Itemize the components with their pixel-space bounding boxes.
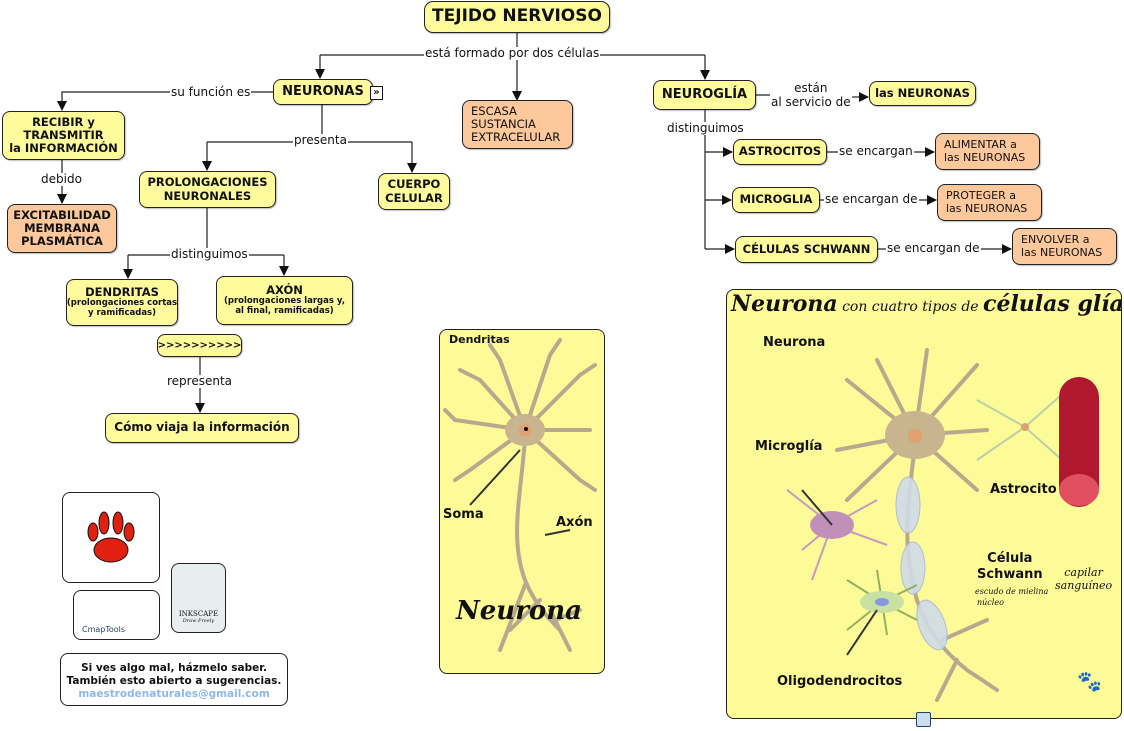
title-part: Neurona [731, 291, 838, 317]
node-text: NEUROGLÍA [661, 86, 748, 102]
node-text: ESCASA SUSTANCIA EXTRACELULAR [471, 103, 561, 145]
node-text: EXCITABILIDAD MEMBRANA PLASMÁTICA [13, 207, 111, 249]
paw-logo: 🐾 [1077, 669, 1102, 693]
label-nucleo: núcleo [977, 598, 1004, 607]
glia-illustration [786, 348, 1099, 702]
node-subtext: (prolongaciones largas y, al final, rami… [223, 296, 346, 317]
feedback-line: También esto abierto a sugerencias. [66, 675, 282, 688]
label-microglia: Microglía [755, 439, 823, 454]
node-text: PROLONGACIONES NEURONALES [147, 175, 268, 203]
link-encargan-2: se encargan de [824, 192, 919, 207]
node-text: CÉLULAS SCHWANN [742, 241, 871, 256]
link-encargan-3: se encargan de [886, 241, 981, 256]
node-text: las NEURONAS [875, 85, 970, 100]
glia-panel-title: Neurona con cuatro tipos de células glía… [731, 291, 1122, 317]
node-recibir[interactable]: RECIBIR y TRANSMITIR la INFORMACIÓN [2, 111, 125, 160]
node-text: ASTROCITOS [738, 144, 822, 159]
link-presenta: presenta [293, 133, 348, 148]
node-text: ENVOLVER a las NEURONAS [1021, 232, 1103, 259]
label-mielina: escudo de mielina [975, 587, 1049, 596]
node-text: DENDRITAS [85, 285, 159, 300]
link-formado: está formado por dos células [424, 46, 601, 61]
node-text: CUERPO CELULAR [385, 177, 443, 205]
node-neuroglia[interactable]: NEUROGLÍA [653, 80, 756, 110]
link-servicio: están al servicio de [770, 81, 852, 110]
node-arrows[interactable]: >>>>>>>>>> [157, 334, 242, 357]
paw-icon [87, 511, 135, 562]
expand-icon[interactable]: » [370, 86, 383, 100]
node-astrocitos[interactable]: ASTROCITOS [733, 139, 827, 165]
image-icon[interactable] [916, 712, 931, 727]
node-text: PROTEGER a las NEURONAS [946, 188, 1028, 215]
node-text: RECIBIR y TRANSMITIR la INFORMACIÓN [9, 114, 118, 156]
feedback-box: Si ves algo mal, házmelo saber. También … [60, 653, 288, 706]
neuron-image-panel[interactable]: Dendritas Soma Axón Neurona [439, 329, 605, 674]
node-schwann[interactable]: CÉLULAS SCHWANN [735, 236, 878, 263]
title-text: TEJIDO NERVIOSO [432, 6, 602, 27]
node-escasa[interactable]: ESCASA SUSTANCIA EXTRACELULAR [462, 100, 573, 149]
feedback-email-link[interactable]: maestrodenaturales@gmail.com [78, 688, 270, 701]
node-text: AXÓN [266, 283, 303, 298]
label-schwann: Célula Schwann [977, 551, 1043, 582]
title-node[interactable]: TEJIDO NERVIOSO [424, 1, 610, 33]
label-capilar: capilar sanguíneo [1055, 566, 1113, 592]
title-part: con cuatro tipos de [837, 299, 984, 315]
node-como-viaja[interactable]: Cómo viaja la información [105, 413, 299, 443]
label-soma: Soma [443, 507, 484, 522]
neuron-panel-title: Neurona [456, 596, 583, 626]
node-excitabilidad[interactable]: EXCITABILIDAD MEMBRANA PLASMÁTICA [7, 204, 117, 253]
node-alimentar[interactable]: ALIMENTAR a las NEURONAS [935, 133, 1040, 170]
node-text: ALIMENTAR a las NEURONAS [944, 137, 1026, 164]
node-dendritas[interactable]: DENDRITAS(prolongaciones cortas y ramifi… [66, 279, 178, 326]
glia-image-panel[interactable]: Neurona con cuatro tipos de células glía… [726, 289, 1122, 719]
maestro-logo [62, 492, 160, 583]
cmaptools-text: CmapTools [82, 625, 126, 634]
label-oligodendrocitos: Oligodendrocitos [777, 674, 903, 689]
node-proteger[interactable]: PROTEGER a las NEURONAS [937, 184, 1042, 221]
node-prolongaciones[interactable]: PROLONGACIONES NEURONALES [139, 171, 276, 208]
node-microglia[interactable]: MICROGLIA [732, 187, 820, 213]
label-dendritas: Dendritas [449, 333, 510, 346]
inkscape-tagline: Draw Freely [182, 618, 215, 624]
link-representa: representa [166, 374, 234, 389]
inkscape-text: INKSCAPE [178, 610, 219, 618]
link-encargan-1: se encargan [838, 144, 914, 159]
label-axon: Axón [556, 515, 593, 530]
link-funcion: su función es [170, 85, 252, 100]
node-envolver[interactable]: ENVOLVER a las NEURONAS [1012, 228, 1117, 265]
label-astrocito: Astrocito [990, 482, 1057, 497]
cmaptools-logo: CmapTools [73, 590, 160, 640]
neuron-illustration [443, 338, 597, 652]
node-las-neuronas[interactable]: las NEURONAS [869, 81, 976, 106]
node-axon[interactable]: AXÓN(prolongaciones largas y, al final, … [216, 276, 353, 325]
node-text: MICROGLIA [739, 192, 813, 207]
node-neuronas[interactable]: NEURONAS [273, 79, 373, 105]
node-cuerpo[interactable]: CUERPO CELULAR [378, 173, 450, 210]
label-neurona: Neurona [763, 335, 826, 350]
link-distinguimos-glia: distinguimos [666, 121, 745, 136]
node-text: >>>>>>>>>> [157, 339, 242, 351]
link-distinguimos: distinguimos [170, 247, 249, 262]
node-text: NEURONAS [282, 83, 364, 99]
node-subtext: (prolongaciones cortas y ramificadas) [66, 298, 178, 319]
link-debido: debido [40, 172, 83, 187]
title-part: células glías [983, 291, 1122, 317]
node-text: Cómo viaja la información [114, 420, 290, 435]
feedback-line: Si ves algo mal, házmelo saber. [81, 662, 267, 674]
